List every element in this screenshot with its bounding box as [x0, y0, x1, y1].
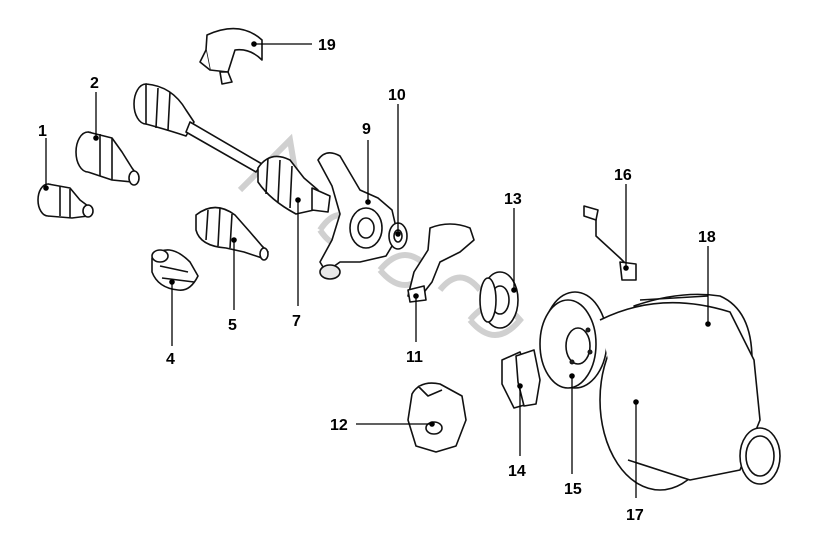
callout-7-label: 7	[292, 313, 301, 330]
callout-5-label: 5	[228, 317, 237, 334]
callout-2-label: 2	[90, 75, 99, 92]
callout-4: 4	[166, 279, 175, 368]
callout-14: 14	[508, 383, 526, 480]
callout-11: 11	[406, 293, 423, 366]
part-1-cv-boot-small	[37, 183, 94, 219]
callout-1-label: 1	[38, 123, 47, 140]
callout-12: 12	[330, 417, 435, 434]
callout-18: 18	[698, 229, 716, 327]
callout-16: 16	[614, 167, 632, 271]
callout-15-label: 15	[564, 481, 582, 498]
callout-18-label: 18	[698, 229, 716, 246]
callout-13-label: 13	[504, 191, 522, 208]
part-hubcap	[739, 427, 781, 485]
part-15-brake-disc	[539, 291, 608, 389]
part-4-boot	[151, 249, 199, 292]
part-13-hub	[479, 271, 519, 329]
callout-9: 9	[362, 121, 371, 205]
callout-7: 7	[292, 197, 301, 330]
callout-19-label: 19	[318, 37, 336, 54]
callout-2: 2	[90, 75, 99, 141]
part-14-brake-pads	[501, 349, 541, 409]
callout-9-label: 9	[362, 121, 371, 138]
callout-15: 15	[564, 373, 582, 498]
callout-16-label: 16	[614, 167, 632, 184]
part-5-joint	[195, 206, 269, 261]
callout-1: 1	[38, 123, 49, 191]
part-17-18-wheel	[599, 293, 761, 491]
part-2-cv-boot-large	[75, 131, 140, 186]
part-7-drive-shaft	[133, 83, 331, 215]
part-19-bracket	[199, 27, 263, 85]
callout-13: 13	[504, 191, 522, 293]
callout-17: 17	[626, 399, 644, 524]
callout-4-label: 4	[166, 351, 175, 368]
part-9-knuckle	[317, 152, 399, 280]
callout-19: 19	[251, 37, 336, 54]
callout-5: 5	[228, 237, 237, 334]
callout-14-label: 14	[508, 463, 526, 480]
callout-11-label: 11	[406, 349, 423, 366]
callout-17-label: 17	[626, 507, 644, 524]
callout-12-label: 12	[330, 417, 348, 434]
part-12-caliper	[407, 382, 467, 453]
callout-10: 10	[388, 87, 406, 237]
callout-10-label: 10	[388, 87, 406, 104]
